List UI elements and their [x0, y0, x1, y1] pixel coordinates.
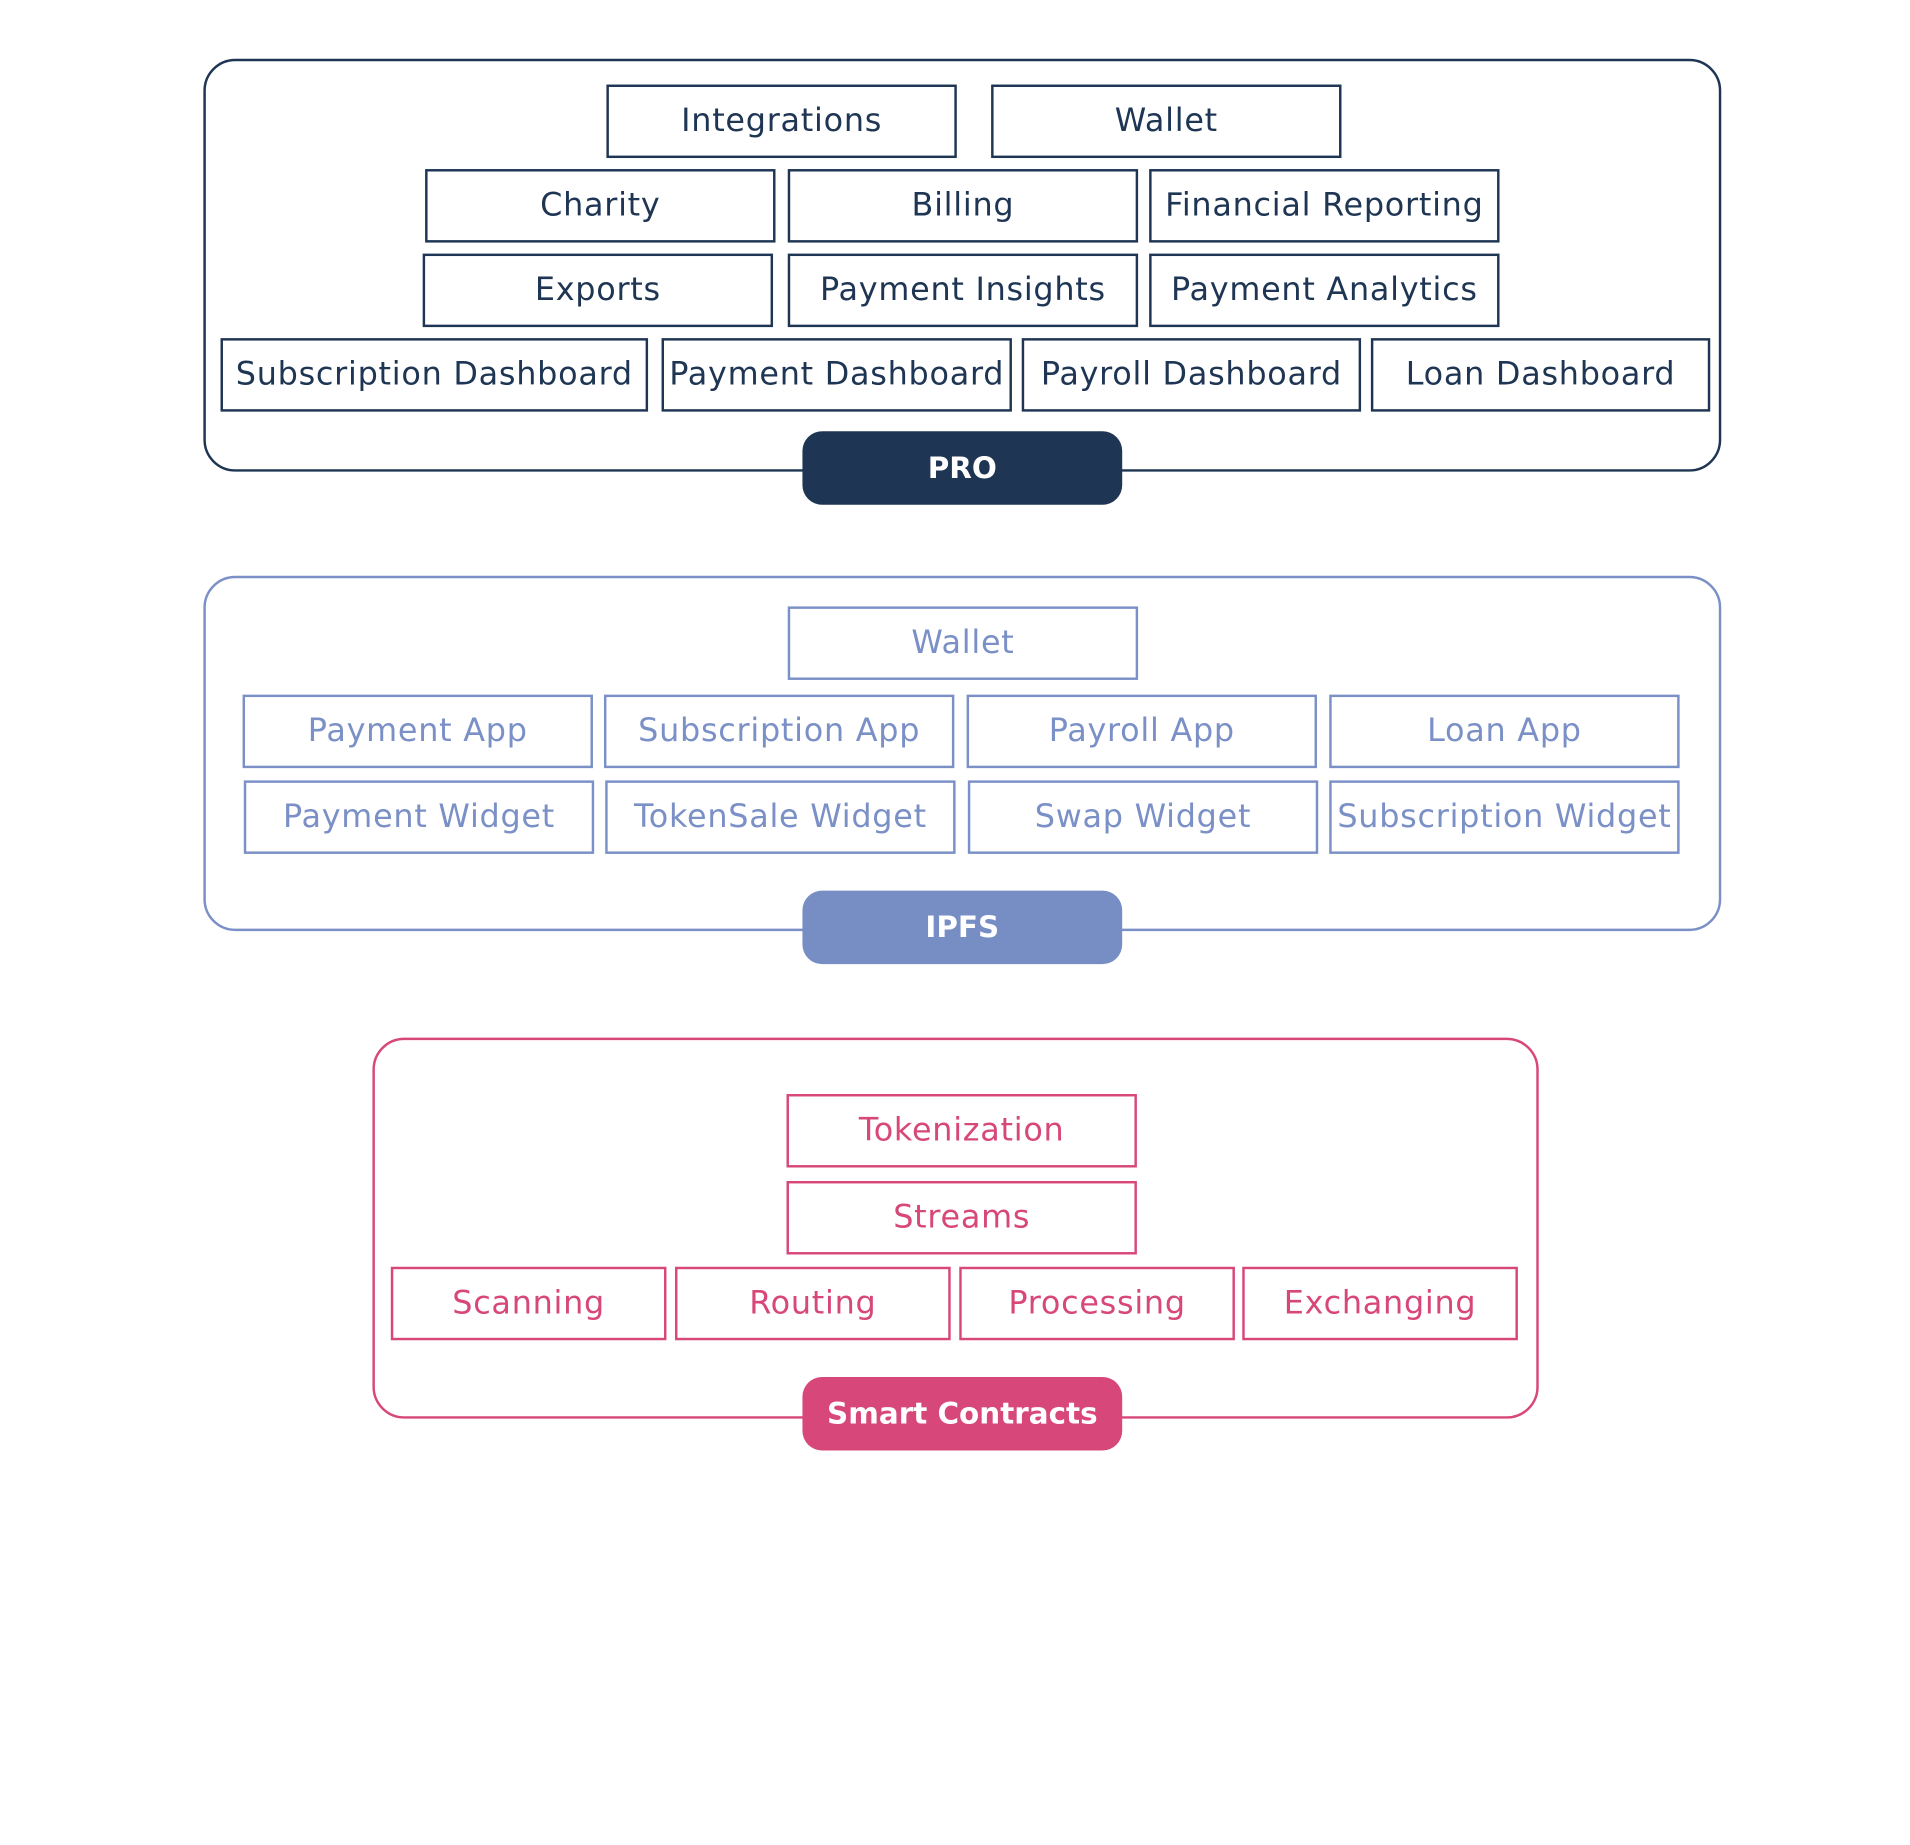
component-tokensale-widget: TokenSale Widget [605, 780, 956, 854]
component-routing: Routing [675, 1266, 951, 1341]
component-billing: Billing [787, 169, 1139, 243]
component-payment-insights: Payment Insights [787, 253, 1139, 328]
component-exports: Exports [422, 253, 774, 328]
component-wallet: Wallet [991, 84, 1342, 159]
component-processing: Processing [959, 1266, 1235, 1341]
component-tokenization: Tokenization [786, 1094, 1137, 1168]
component-payment-analytics: Payment Analytics [1149, 253, 1500, 328]
component-loan-dashboard: Loan Dashboard [1370, 338, 1711, 412]
component-subscription-app: Subscription App [603, 694, 955, 769]
component-exchanging: Exchanging [1242, 1266, 1518, 1341]
component-payroll-dashboard: Payroll Dashboard [1021, 338, 1362, 412]
component-payment-widget: Payment Widget [243, 780, 595, 854]
component-charity: Charity [425, 169, 776, 243]
component-streams: Streams [786, 1180, 1137, 1255]
component-payroll-app: Payroll App [966, 694, 1317, 769]
component-payment-app: Payment App [242, 694, 593, 769]
component-payment-dashboard: Payment Dashboard [661, 338, 1012, 412]
pro-layer-label: PRO [802, 431, 1123, 505]
component-subscription-widget: Subscription Widget [1329, 780, 1680, 854]
component-financial-reporting: Financial Reporting [1149, 169, 1500, 243]
smart-contracts-layer-label: Smart Contracts [802, 1377, 1123, 1451]
component-scanning: Scanning [390, 1266, 667, 1341]
component-loan-app: Loan App [1329, 694, 1680, 769]
component-integrations: Integrations [606, 84, 957, 159]
ipfs-layer-label: IPFS [802, 890, 1123, 965]
component-wallet: Wallet [787, 606, 1139, 680]
component-swap-widget: Swap Widget [967, 780, 1319, 854]
component-subscription-dashboard: Subscription Dashboard [220, 338, 649, 412]
